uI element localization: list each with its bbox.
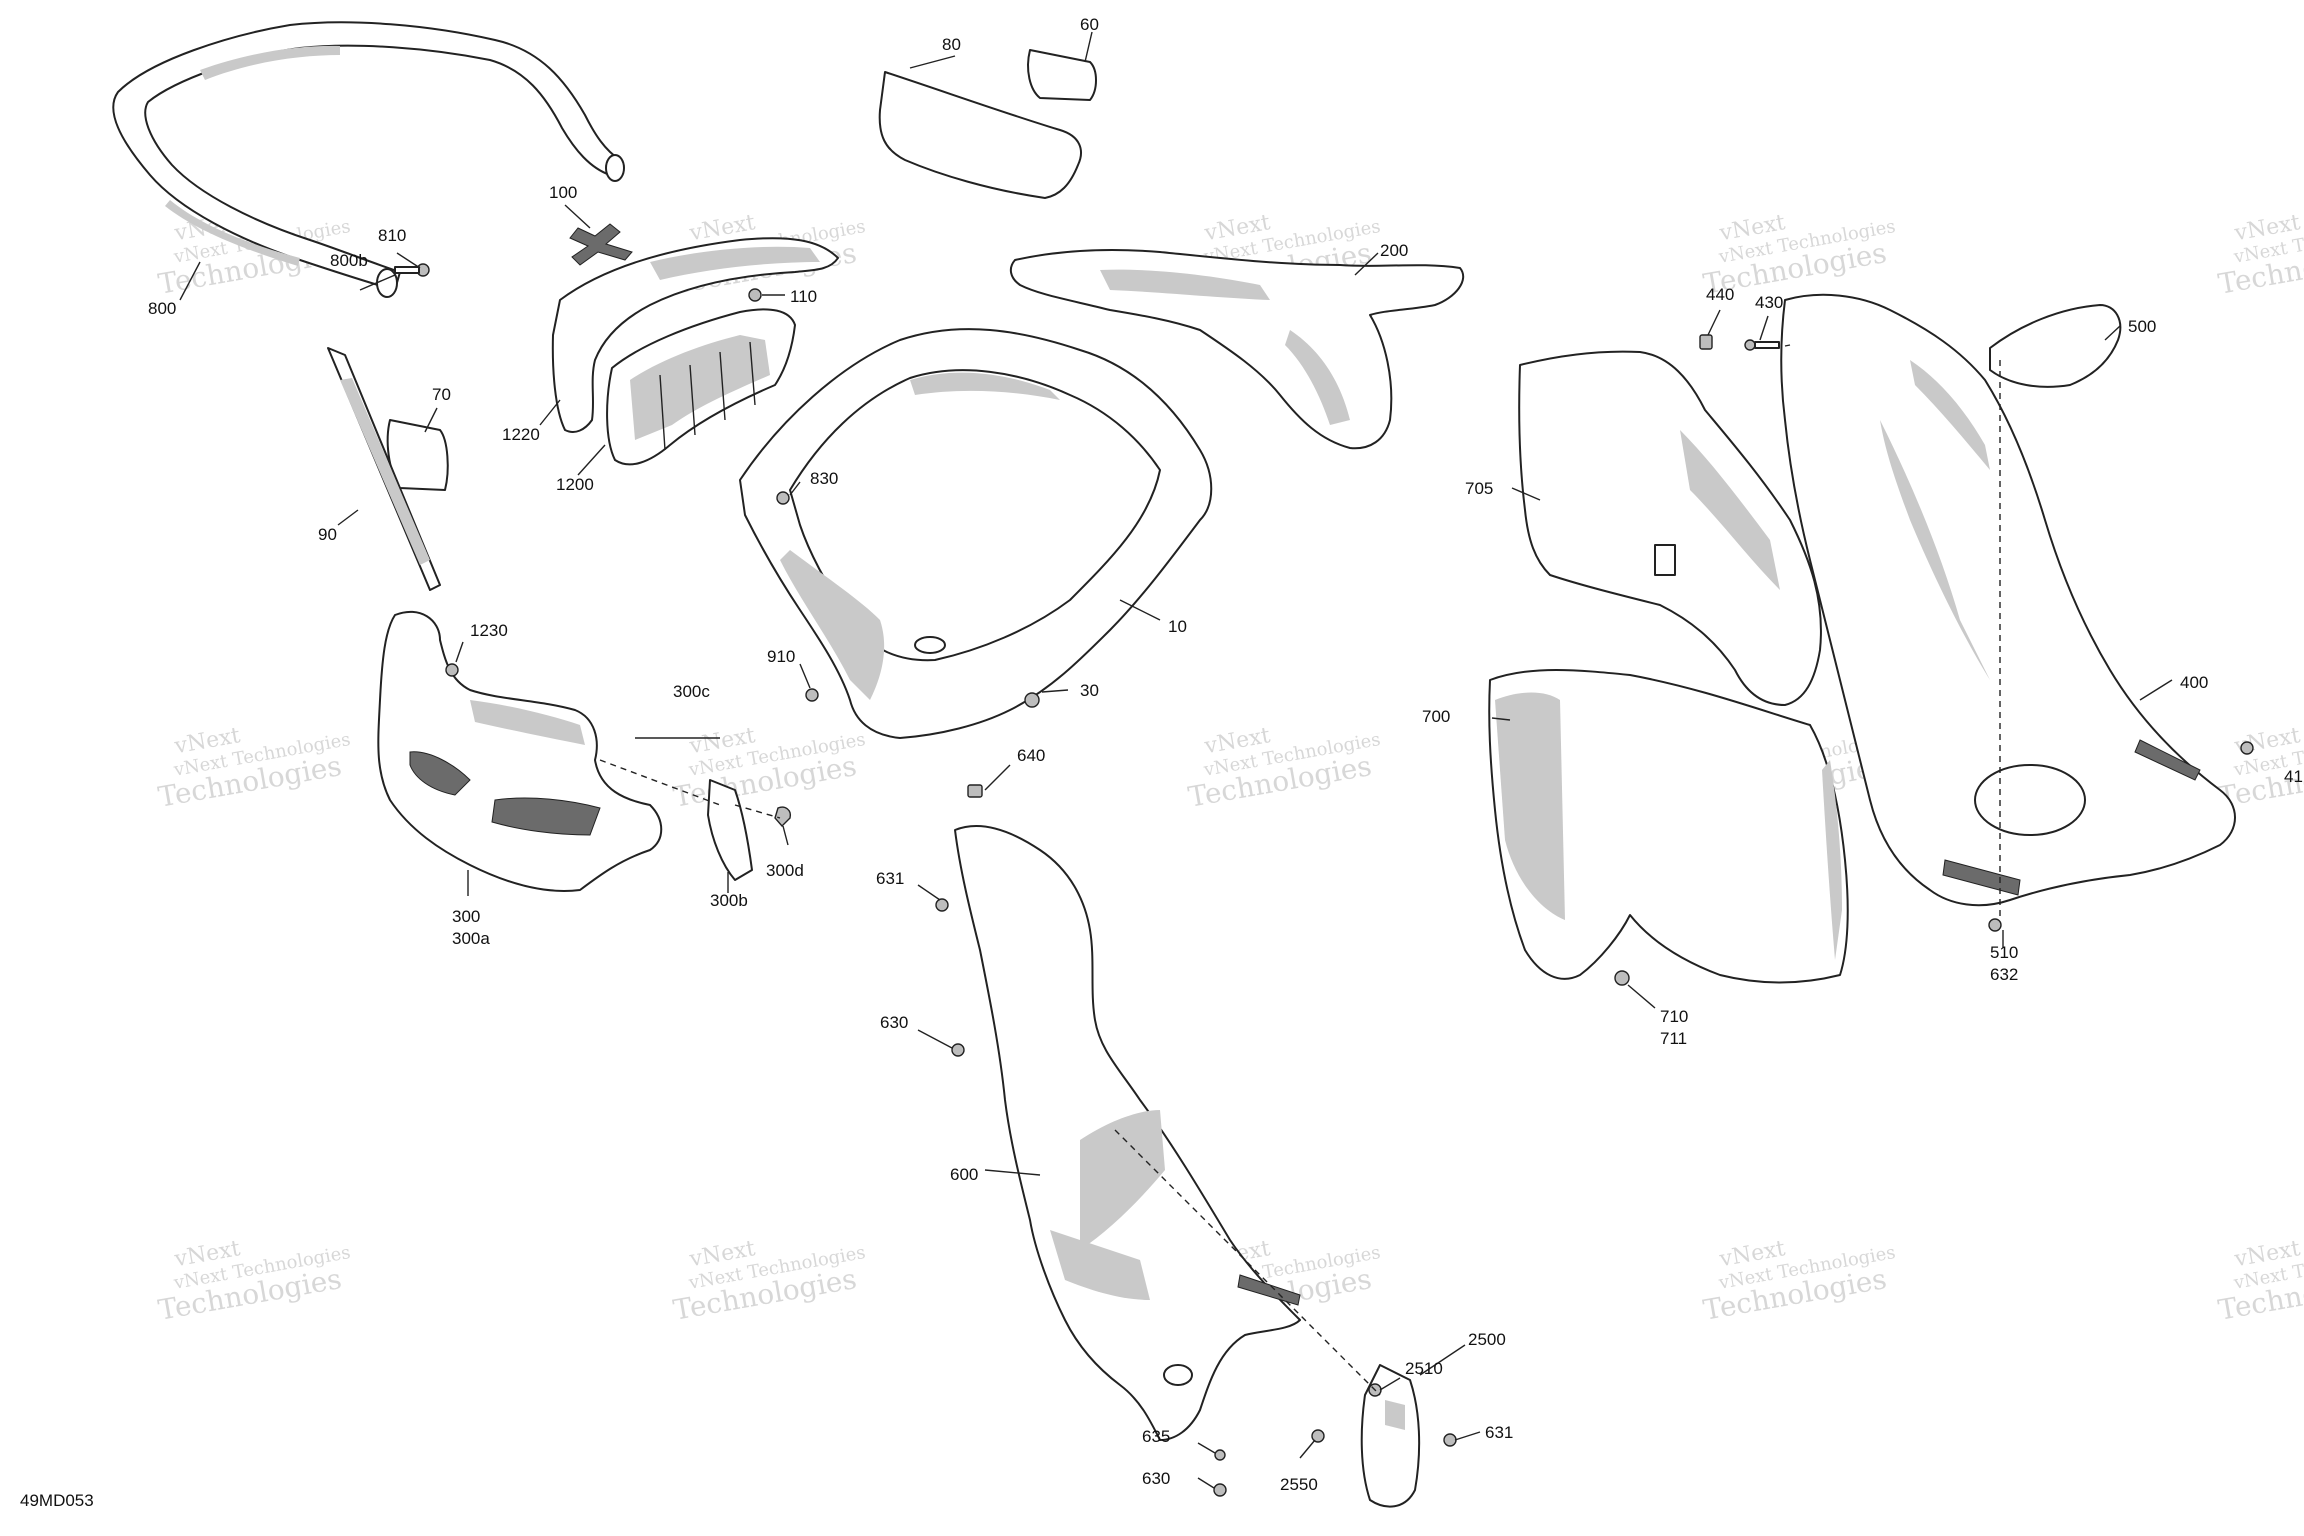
part-2500-bracket[interactable] <box>1360 1364 1421 1508</box>
callout-label: 705 <box>1465 479 1493 498</box>
part-80-panel[interactable] <box>878 71 1082 199</box>
callout-label: 300a <box>452 929 490 948</box>
part-830-screw[interactable] <box>776 491 790 505</box>
part-2550-screw[interactable] <box>1311 1429 1325 1443</box>
callout-label: 60 <box>1080 15 1099 34</box>
callout-label: 430 <box>1755 293 1783 312</box>
callout-label: 30 <box>1080 681 1099 700</box>
callout-label: 440 <box>1706 285 1734 304</box>
part-300b-bracket[interactable] <box>707 779 753 881</box>
callout-label: 110 <box>790 287 817 306</box>
part-631-screw[interactable] <box>935 898 949 912</box>
callout-label: 910 <box>767 647 795 666</box>
callout-label: 640 <box>1017 746 1045 765</box>
watermark: vNext vNext Technologies Technologies <box>1186 723 1382 814</box>
callout-label: 1200 <box>556 475 594 494</box>
part-631b-screw[interactable] <box>1443 1433 1457 1447</box>
part-430-screw[interactable] <box>1744 339 1780 351</box>
callout-label: 631 <box>876 869 904 888</box>
watermark: vNext vNext Technologies Technologies <box>1701 1236 1897 1327</box>
part-640-clip[interactable] <box>967 784 983 798</box>
callout-label: 630 <box>1142 1469 1170 1488</box>
callout-label: 710 <box>1660 1007 1688 1026</box>
callout-label: 800 <box>148 299 176 318</box>
part-700-side-panel[interactable] <box>1488 669 1849 984</box>
part-440-clip[interactable] <box>1699 334 1713 350</box>
callout-label: 1220 <box>502 425 540 444</box>
part-60-cover[interactable] <box>1027 49 1097 101</box>
watermark: vNext vNext Technologies Technologies <box>156 723 352 814</box>
part-510-clip[interactable] <box>1988 918 2002 932</box>
callout-label: 2510 <box>1405 1359 1443 1378</box>
part-810-screw[interactable] <box>394 263 430 277</box>
callout-label: 630 <box>880 1013 908 1032</box>
watermark: vNext vNext Technologies Technologies <box>2216 1236 2304 1327</box>
callout-label: 300b <box>710 891 748 910</box>
callout-label: 830 <box>810 469 838 488</box>
watermark: vNext vNext Technologies Technologies <box>671 1236 867 1327</box>
part-705-inner-panel[interactable] <box>1518 350 1822 706</box>
part-10-storage-tub[interactable] <box>739 328 1213 739</box>
callout-label: 1230 <box>470 621 508 640</box>
callout-label: 2550 <box>1280 1475 1318 1494</box>
part-600-side-panel[interactable] <box>954 825 1301 1441</box>
callout-label: 631 <box>1485 1423 1513 1442</box>
part-1230-screw[interactable] <box>445 663 459 677</box>
part-1200-grille[interactable] <box>606 308 796 466</box>
callout-label: 510 <box>1990 943 2018 962</box>
part-300d-clip[interactable] <box>774 806 792 828</box>
callout-label: 632 <box>1990 965 2018 984</box>
part-400-side-panel[interactable] <box>1780 293 2236 907</box>
callout-label: 300d <box>766 861 804 880</box>
callout-label: 200 <box>1380 241 1408 260</box>
watermark: vNext vNext Technologies Technologies <box>2216 210 2304 301</box>
watermark: vNext vNext Technologies Technologies <box>156 1236 352 1327</box>
assembly-dash-lines <box>599 344 2001 1396</box>
callout-label: 635 <box>1142 1427 1170 1446</box>
callout-label: 100 <box>549 183 577 202</box>
callout-label: 711 <box>1660 1029 1687 1048</box>
callout-label: 700 <box>1422 707 1450 726</box>
callout-label: 600 <box>950 1165 978 1184</box>
part-70-cover[interactable] <box>386 419 449 491</box>
callout-label: 70 <box>432 385 451 404</box>
part-110-bolt[interactable] <box>748 288 762 302</box>
callout-label: 500 <box>2128 317 2156 336</box>
part-500-cover[interactable] <box>1989 304 2122 388</box>
part-41x-screw[interactable] <box>2240 741 2254 755</box>
callout-label: 10 <box>1168 617 1187 636</box>
part-630b-screw[interactable] <box>1213 1483 1227 1497</box>
leader-lines <box>179 31 2173 1489</box>
callout-label: 300 <box>452 907 480 926</box>
callout-label: 400 <box>2180 673 2208 692</box>
callout-label: 810 <box>378 226 406 245</box>
part-1220-front-panel[interactable] <box>551 237 839 433</box>
callout-label: 90 <box>318 525 337 544</box>
callout-label: 80 <box>942 35 961 54</box>
part-100-emblem[interactable] <box>569 223 633 266</box>
callout-labels: 80 60 100 810 800b 800 110 200 1220 1200… <box>148 15 2303 1494</box>
part-300-front-fairing[interactable] <box>377 610 663 892</box>
part-200-dash-trim[interactable] <box>1009 249 1465 450</box>
part-910-screw[interactable] <box>805 688 819 702</box>
part-710-clip[interactable] <box>1614 970 1630 986</box>
callout-label: 41 <box>2284 767 2303 786</box>
diagram-code: 49MD053 <box>20 1491 94 1510</box>
callout-label: 2500 <box>1468 1330 1506 1349</box>
part-90-trim-strip[interactable] <box>327 347 441 591</box>
watermark: vNext vNext Technologies Technologies <box>671 723 867 814</box>
callout-label: 800b <box>330 251 368 270</box>
part-635-washer[interactable] <box>1214 1449 1226 1461</box>
callout-label: 300c <box>673 682 710 701</box>
part-630-screw[interactable] <box>951 1043 965 1057</box>
part-30-clip[interactable] <box>1024 692 1040 708</box>
